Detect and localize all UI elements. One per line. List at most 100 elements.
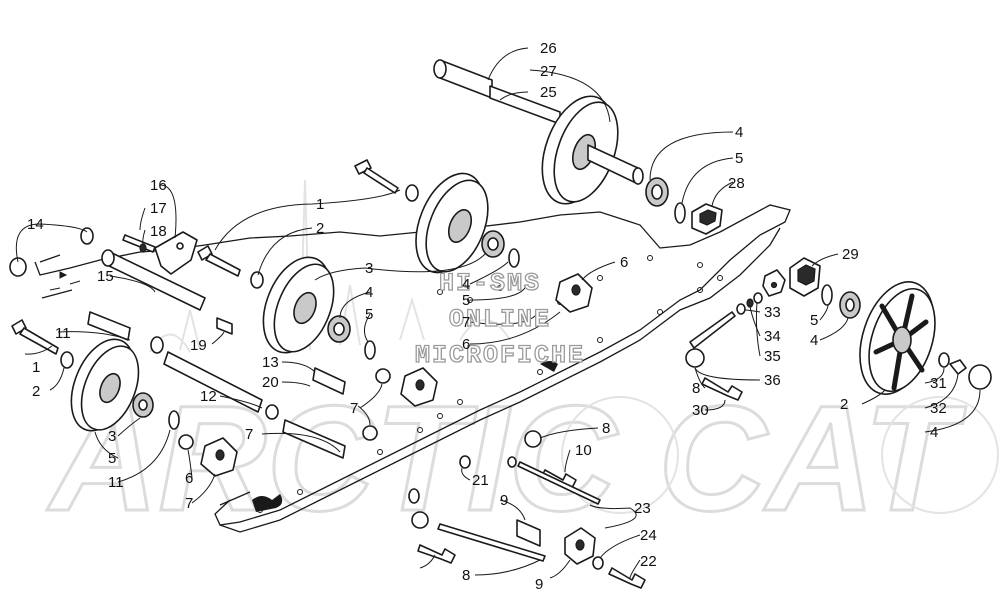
brand-watermark: ARCTIC CAT bbox=[45, 179, 999, 544]
bolt-8-bottom bbox=[417, 544, 456, 564]
callout-label: 5 bbox=[462, 292, 470, 309]
washer-23 bbox=[592, 556, 604, 570]
callout-label: 3 bbox=[365, 260, 373, 277]
idler-wheel-group bbox=[9, 159, 593, 459]
bolt-9-a bbox=[517, 461, 601, 505]
callout-label: 36 bbox=[764, 372, 781, 389]
skyline-ghost bbox=[149, 179, 511, 353]
washer-14-a bbox=[80, 227, 94, 245]
callout-label: 21 bbox=[472, 472, 489, 489]
snap-ring-5-top bbox=[674, 202, 686, 224]
slide-rail bbox=[34, 204, 791, 533]
callout-label: 5 bbox=[365, 306, 373, 323]
callout-label: 31 bbox=[930, 375, 947, 392]
callout-label: 2 bbox=[32, 383, 40, 400]
callout-label: 7 bbox=[185, 495, 193, 512]
callout-label: 7 bbox=[462, 314, 470, 331]
callout-label: 10 bbox=[575, 442, 592, 459]
callout-label: 4 bbox=[462, 276, 470, 293]
pin-17 bbox=[122, 234, 156, 253]
callout-label: 11 bbox=[55, 325, 71, 342]
callout-label: 18 bbox=[150, 223, 167, 240]
spacer-13 bbox=[312, 367, 346, 395]
bolt-1-lower bbox=[19, 327, 59, 355]
callout-label: 32 bbox=[930, 400, 947, 417]
watermark-line-2: ONLINE bbox=[449, 305, 551, 334]
callout-label: 5 bbox=[735, 150, 743, 167]
nut-7-center bbox=[524, 430, 542, 448]
washer-2-middle bbox=[250, 271, 264, 289]
nut-7-right bbox=[685, 348, 705, 368]
callout-label: 14 bbox=[27, 216, 44, 233]
callout-label: 2 bbox=[316, 220, 324, 237]
callout-label: 25 bbox=[540, 84, 557, 101]
washer-10-b bbox=[408, 488, 420, 504]
callout-label: 6 bbox=[462, 336, 470, 353]
callout-label: 7 bbox=[245, 426, 253, 443]
spacer-19 bbox=[216, 317, 233, 335]
bolt-31 bbox=[949, 359, 967, 375]
callout-label: 27 bbox=[540, 63, 557, 80]
callout-label: 26 bbox=[540, 40, 557, 57]
callout-label: 23 bbox=[634, 500, 651, 517]
shaft-11-lower bbox=[282, 419, 346, 459]
lower-wheel-group bbox=[11, 319, 238, 477]
snap-ring-5-lower bbox=[168, 410, 180, 430]
nut-35 bbox=[746, 298, 754, 308]
callout-label: 29 bbox=[842, 246, 859, 263]
callout-label: 16 bbox=[150, 177, 167, 194]
callout-label: 4 bbox=[365, 284, 373, 301]
callout-label: 13 bbox=[262, 354, 279, 371]
right-drive-assembly bbox=[685, 257, 992, 401]
callout-label: 11 bbox=[108, 474, 124, 491]
callout-label: 8 bbox=[692, 380, 700, 397]
callout-label: 1 bbox=[32, 359, 40, 376]
callout-label: 2 bbox=[840, 396, 848, 413]
wheel-ghost-icon-2 bbox=[881, 396, 999, 514]
callout-label: 20 bbox=[262, 374, 279, 391]
shaft-12 bbox=[163, 351, 263, 413]
nut-14-b bbox=[9, 257, 27, 277]
callout-label: 6 bbox=[620, 254, 628, 271]
callout-label: 33 bbox=[764, 304, 781, 321]
callout-label: 4 bbox=[930, 424, 938, 441]
callout-label: 9 bbox=[500, 492, 508, 509]
watermark-line-1: HI-SMS bbox=[439, 269, 541, 298]
callout-label: 6 bbox=[185, 470, 193, 487]
callout-label: 12 bbox=[200, 388, 217, 405]
callout-label: 4 bbox=[735, 124, 743, 141]
callout-label: 3 bbox=[108, 428, 116, 445]
bolt-9-b bbox=[437, 523, 546, 562]
nut-7-b bbox=[362, 425, 378, 441]
callout-label: 17 bbox=[150, 200, 167, 217]
bolt-8-right bbox=[701, 377, 743, 401]
nut-7-lower bbox=[178, 434, 194, 450]
bolt-9-long-right bbox=[689, 311, 736, 349]
callout-label: 1 bbox=[316, 196, 324, 213]
callout-label: 34 bbox=[764, 328, 781, 345]
shaft-11-upper bbox=[87, 311, 131, 341]
callout-label: 28 bbox=[728, 175, 745, 192]
washer-2-top bbox=[405, 184, 419, 202]
nut-18 bbox=[139, 243, 147, 253]
callout-label: 22 bbox=[640, 553, 657, 570]
washer-10 bbox=[459, 455, 471, 469]
brand-watermark-text: ARCTIC CAT bbox=[46, 374, 967, 542]
callout-label: 8 bbox=[462, 567, 470, 584]
spacer-21 bbox=[516, 519, 541, 547]
washer-2-right bbox=[938, 352, 950, 368]
snap-ring-5-upper bbox=[508, 248, 520, 268]
washer-2-lower bbox=[60, 351, 74, 369]
callout-label: 7 bbox=[350, 400, 358, 417]
snap-ring-5-middle bbox=[364, 340, 376, 360]
callout-label: 24 bbox=[640, 527, 657, 544]
washer-36 bbox=[753, 292, 763, 304]
clamp-bracket-16 bbox=[154, 231, 198, 275]
leader-lines bbox=[15, 47, 981, 579]
rear-idler-axle-assembly bbox=[433, 59, 723, 235]
rear-axle-shaft bbox=[439, 59, 493, 99]
bolt-1-middle bbox=[205, 253, 241, 277]
callout-label: 35 bbox=[764, 348, 781, 365]
